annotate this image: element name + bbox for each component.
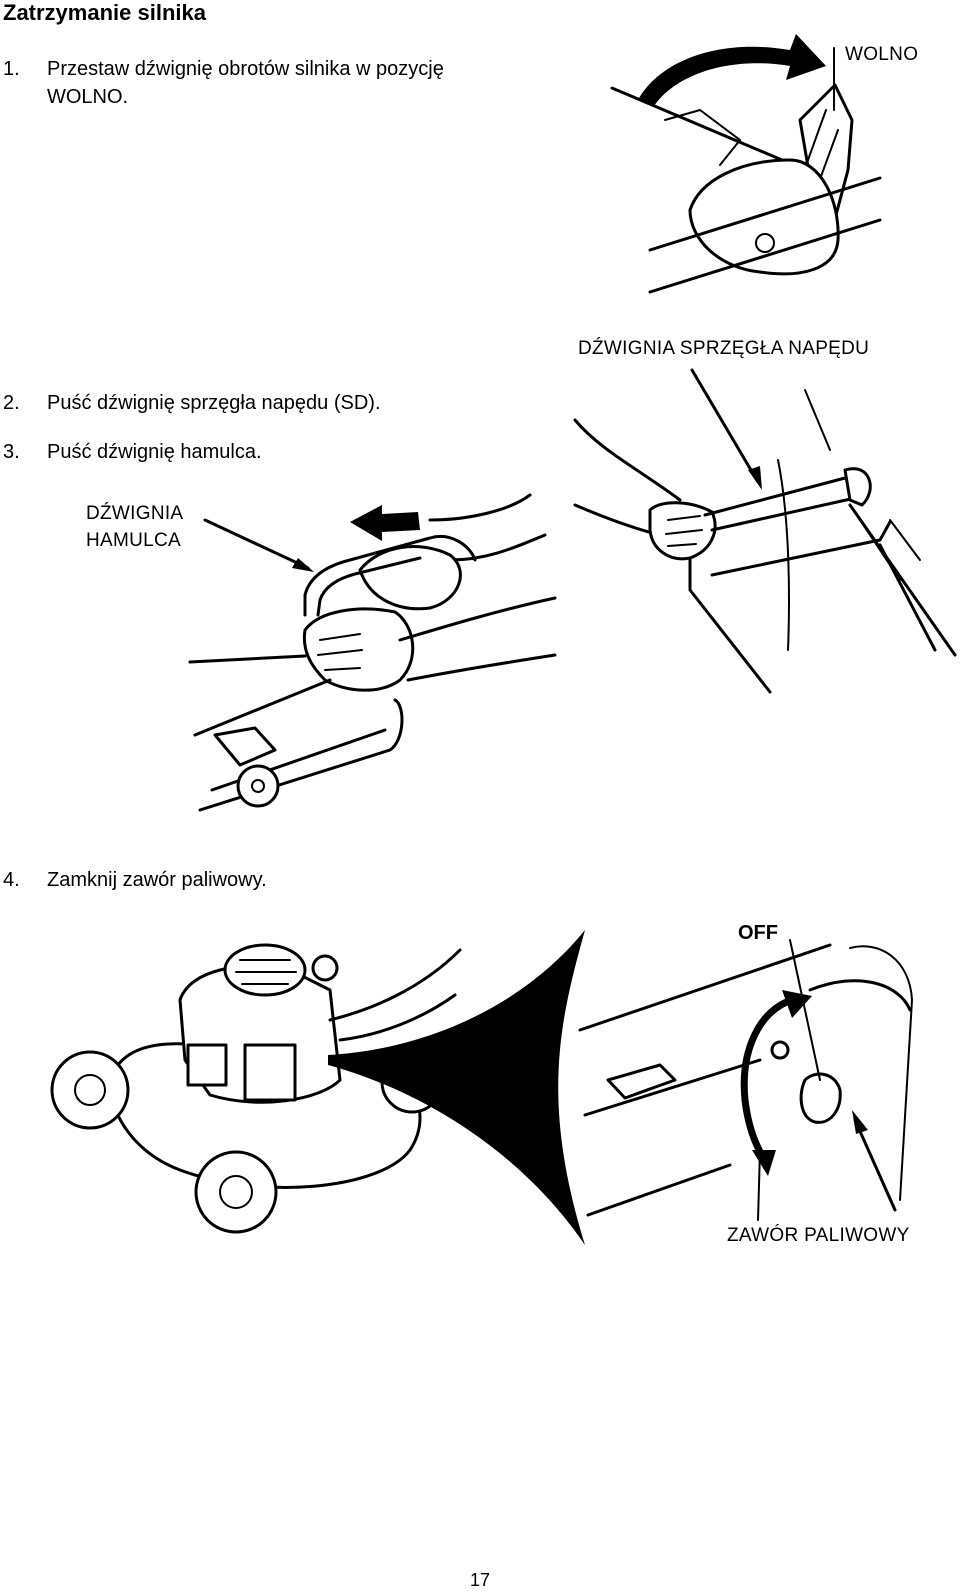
step-3-number: 3. <box>3 441 20 463</box>
drive-clutch-illustration <box>573 368 957 694</box>
step-3: 3. Puść dźwignię hamulca. <box>3 438 262 466</box>
label-brake-lever: DŹWIGNIA HAMULCA <box>86 500 183 554</box>
step-1-text-line2: WOLNO. <box>47 86 129 108</box>
step-2-number: 2. <box>3 392 20 414</box>
fuel-valve-knob <box>799 1072 842 1124</box>
step-4-number: 4. <box>3 869 20 891</box>
step-4-text: Zamknij zawór paliwowy. <box>47 869 267 891</box>
fuel-valve-illustration <box>50 930 913 1245</box>
label-wolno: WOLNO <box>845 44 919 65</box>
page-number: 17 <box>469 1570 491 1590</box>
label-fuel-valve: ZAWÓR PALIWOWY <box>727 1225 910 1246</box>
step-1: 1. Przestaw dźwignię obrotów silnika w po… <box>3 55 444 111</box>
engine-recoil-cover <box>223 943 307 997</box>
step-2-text: Puść dźwignię sprzęgła napędu (SD). <box>47 392 381 414</box>
wheel-rear-left <box>50 1050 130 1130</box>
step-3-text: Puść dźwignię hamulca. <box>47 441 262 463</box>
step-1-text-line1: Przestaw dźwignię obrotów silnika w pozy… <box>47 58 444 80</box>
label-drive-clutch-lever: DŹWIGNIA SPRZĘGŁA NAPĘDU <box>578 338 870 359</box>
pull-arrow-icon <box>350 505 420 541</box>
label-brake-line1: DŹWIGNIA <box>86 503 184 524</box>
rotation-arrow-icon <box>638 34 826 106</box>
label-brake-line2: HAMULCA <box>86 530 182 551</box>
label-off: OFF <box>738 922 778 944</box>
zoom-wedge <box>328 930 585 1245</box>
pointer-arrow-icon <box>748 466 762 490</box>
step-1-number: 1. <box>3 58 20 80</box>
section-title: Zatrzymanie silnika <box>3 0 206 25</box>
wheel-front <box>194 1150 278 1234</box>
throttle-lever-illustration <box>610 34 882 294</box>
step-4: 4. Zamknij zawór paliwowy. <box>3 866 267 894</box>
valve-rotate-arrow-icon <box>740 996 796 1164</box>
step-2: 2. Puść dźwignię sprzęgła napędu (SD). <box>3 389 381 417</box>
brake-lever-illustration <box>188 493 557 812</box>
